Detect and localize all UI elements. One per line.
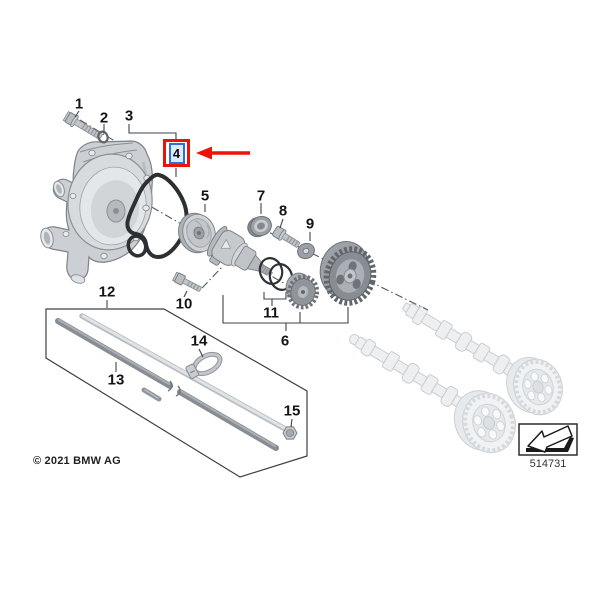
- rod-box-12: [45, 308, 308, 478]
- bracket-11: [263, 292, 287, 306]
- bracket-6: [222, 295, 349, 331]
- callout-8[interactable]: 8: [278, 202, 288, 220]
- camshaft-upper: [402, 302, 563, 416]
- bolt-1: [62, 111, 103, 140]
- housing-pipe-lower: [40, 227, 54, 249]
- washer-9: [297, 242, 315, 260]
- nut-15: [282, 426, 298, 440]
- callout-13[interactable]: 13: [107, 371, 125, 389]
- o-rings-11: [258, 257, 294, 291]
- callout-2[interactable]: 2: [99, 109, 109, 127]
- highlight-arrow: [196, 146, 250, 160]
- callout-5[interactable]: 5: [200, 187, 210, 205]
- sprocket-large: [319, 241, 377, 306]
- housing-pipe-upper: [53, 180, 65, 198]
- camshaft-gear-upper: [506, 356, 563, 416]
- callout-14[interactable]: 14: [190, 332, 208, 350]
- direction-icon: [518, 423, 578, 456]
- callout-7[interactable]: 7: [256, 187, 266, 205]
- copyright-notice: © 2021 BMW AG: [33, 455, 121, 467]
- callout-10[interactable]: 10: [175, 295, 193, 313]
- drive-gear-small: [285, 272, 320, 310]
- seal-ring-2: [97, 130, 109, 144]
- callout-6[interactable]: 6: [280, 332, 290, 350]
- rod-13: [55, 318, 279, 451]
- callout-9[interactable]: 9: [305, 215, 315, 233]
- impeller-5: [178, 212, 216, 254]
- bearing-ring-7: [247, 215, 272, 238]
- callout-3[interactable]: 3: [124, 107, 134, 125]
- bolt-8: [272, 225, 301, 248]
- housing-bolt-holes: [62, 149, 151, 260]
- water-pump-housing: [40, 140, 153, 284]
- callout-4-selection: 4: [168, 142, 185, 164]
- camshaft-lower: [349, 334, 516, 454]
- bolt-10: [172, 271, 202, 292]
- callout-12[interactable]: 12: [98, 283, 116, 301]
- diagram-code: 514731: [529, 458, 567, 470]
- highlighted-callout-box[interactable]: 4: [163, 139, 190, 167]
- rod-light: [79, 313, 290, 433]
- clamp-14: [185, 351, 223, 379]
- callout-4[interactable]: 4: [172, 145, 181, 161]
- callout-15[interactable]: 15: [283, 402, 301, 420]
- callout-1[interactable]: 1: [74, 95, 84, 113]
- camshaft-gear-lower: [453, 390, 516, 454]
- callout-11[interactable]: 11: [263, 304, 279, 322]
- leader-lines: [74, 110, 349, 428]
